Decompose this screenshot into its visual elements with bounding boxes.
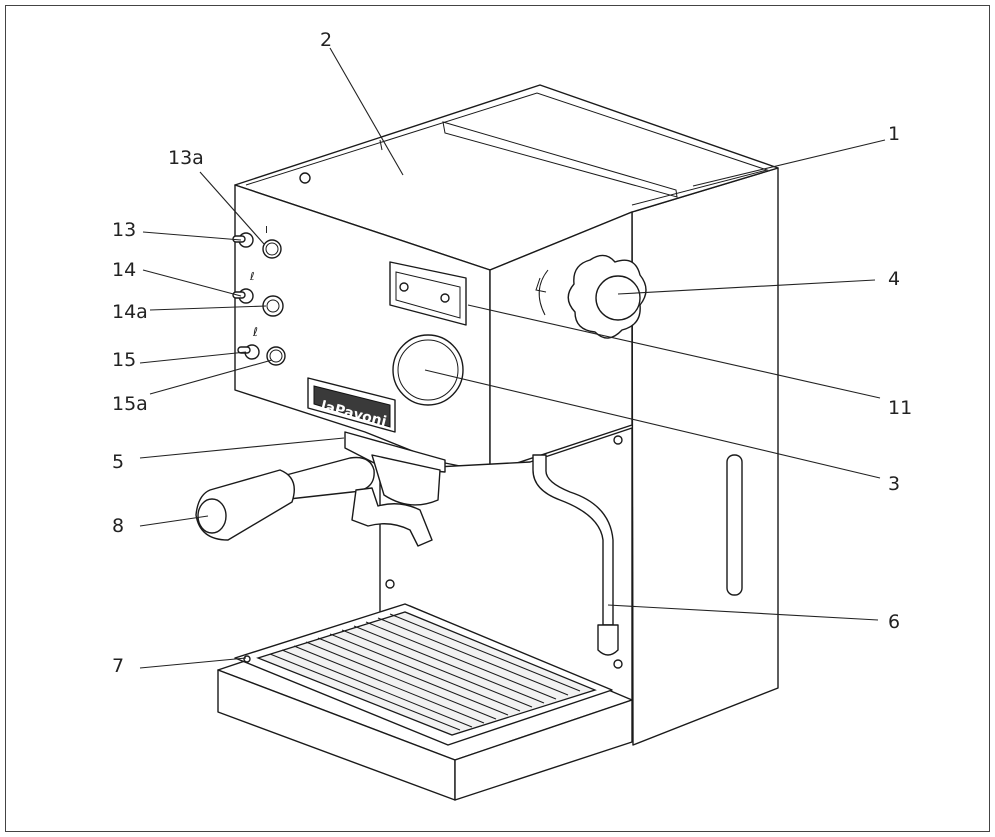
leader-lines: [139, 47, 886, 669]
side-window: [726, 454, 743, 596]
callout-1: 1: [888, 123, 900, 145]
callout-7: 7: [112, 655, 124, 677]
callout-3: 3: [888, 473, 900, 495]
lid-screw: [299, 172, 311, 184]
callout-11: 11: [888, 397, 912, 419]
switch-15[interactable]: [237, 346, 251, 354]
side-panel: [631, 167, 779, 746]
callout-13a: 13a: [168, 147, 204, 169]
water-level-window: [389, 261, 467, 326]
pressure-gauge: [392, 334, 464, 406]
callout-4: 4: [888, 268, 900, 290]
callout-2: 2: [320, 29, 332, 51]
callout-14: 14: [112, 259, 136, 281]
cup-holder: [351, 487, 433, 547]
callout-13: 13: [112, 219, 136, 241]
callout-6: 6: [888, 611, 900, 633]
callout-15: 15: [112, 349, 136, 371]
drip-tray: [217, 603, 633, 801]
callout-14a: 14a: [112, 301, 148, 323]
callout-5: 5: [112, 451, 124, 473]
svg-text:ℓ: ℓ: [252, 325, 258, 339]
portafilter-handle-end: [197, 498, 227, 534]
portafilter: [274, 456, 375, 501]
callout-15a: 15a: [112, 393, 148, 415]
svg-text:I: I: [265, 225, 268, 236]
svg-text:ℓ: ℓ: [249, 270, 255, 283]
callout-8: 8: [112, 515, 124, 537]
